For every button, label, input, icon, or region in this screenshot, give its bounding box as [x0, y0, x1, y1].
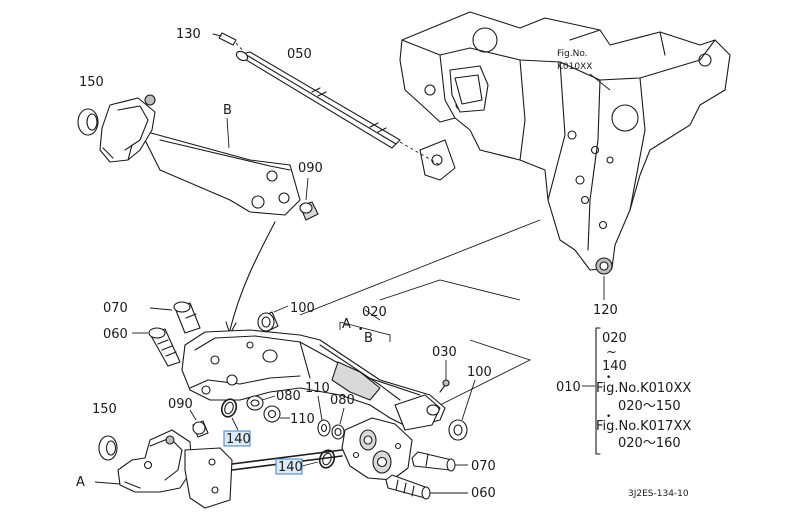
washer-080-mid-drawing — [331, 407, 345, 440]
upper-bracket-b-drawing — [77, 94, 319, 221]
label-060-right[interactable]: 060 — [471, 486, 496, 501]
tractor-frame-drawing — [399, 11, 731, 300]
shaft-050-drawing — [235, 50, 441, 166]
label-110-left[interactable]: 110 — [290, 412, 315, 427]
label-a-mid: A — [342, 317, 351, 332]
range-line-3[interactable]: Fig.No.K010XX — [596, 381, 691, 396]
label-090-bottom[interactable]: 090 — [168, 397, 193, 412]
label-100-right[interactable]: 100 — [467, 365, 492, 380]
label-100-left[interactable]: 100 — [290, 301, 315, 316]
range-line-6: 020～160 — [618, 436, 681, 451]
bushing-110-left-drawing — [263, 405, 290, 423]
figure-code: 3J2ES-134-10 — [628, 489, 689, 499]
range-line-5[interactable]: Fig.No.K017XX — [596, 419, 691, 434]
label-060-left[interactable]: 060 — [103, 327, 128, 342]
washer-080-left-drawing — [246, 395, 276, 411]
range-line-0[interactable]: 020 — [602, 331, 627, 346]
label-b-top: B — [223, 103, 232, 118]
pin-070-left-drawing — [149, 301, 201, 334]
range-line-4: 020～150 — [618, 399, 681, 414]
label-110-mid[interactable]: 110 — [305, 381, 330, 396]
bolt-130-drawing — [212, 32, 245, 53]
label-080-left[interactable]: 080 — [276, 389, 301, 404]
label-dot-mid: • — [358, 325, 363, 335]
main-bracket-assembly-drawing — [181, 309, 450, 431]
bushing-110-mid-drawing — [317, 395, 331, 437]
callout-140-left-highlight — [223, 430, 251, 447]
pin-070-right-drawing — [411, 451, 468, 472]
range-line-2[interactable]: 140 — [602, 359, 627, 374]
lower-link-plate-drawing — [341, 417, 413, 481]
label-090-top[interactable]: 090 — [298, 161, 323, 176]
label-140-right[interactable]: 140 — [278, 460, 303, 475]
range-brace — [595, 327, 601, 455]
leader-frame-c — [439, 339, 532, 406]
label-050[interactable]: 050 — [287, 47, 312, 62]
label-020[interactable]: 020 — [362, 305, 387, 320]
pin-060-left-drawing — [132, 327, 181, 367]
label-120[interactable]: 120 — [593, 303, 618, 318]
label-080-mid[interactable]: 080 — [330, 393, 355, 408]
seal-140-left-drawing — [220, 398, 239, 431]
lower-bracket-a-drawing — [94, 429, 343, 509]
leader-frame-b — [379, 279, 521, 301]
label-140-left[interactable]: 140 — [226, 432, 251, 447]
label-010[interactable]: 010 — [556, 380, 581, 395]
label-150-top[interactable]: 150 — [79, 75, 104, 90]
seal-140-right-drawing — [301, 449, 336, 469]
range-dot-2: • — [606, 412, 611, 422]
label-070-left[interactable]: 070 — [103, 301, 128, 316]
fig-no-label: Fig.No. — [557, 49, 588, 59]
fig-k010xx-label[interactable]: K010XX — [557, 62, 592, 72]
label-130[interactable]: 130 — [176, 27, 201, 42]
range-dot-1: • — [606, 373, 611, 383]
label-a-bottom: A — [76, 475, 85, 490]
bushing-100-right-drawing — [448, 379, 476, 441]
label-070-right[interactable]: 070 — [471, 459, 496, 474]
bushing-100-left-drawing — [257, 305, 289, 333]
label-150-bottom[interactable]: 150 — [92, 402, 117, 417]
label-b-mid: B — [364, 331, 373, 346]
label-030[interactable]: 030 — [432, 345, 457, 360]
bushing-090-bottom-drawing — [189, 409, 209, 438]
assembly-arrow — [229, 221, 276, 331]
callout-140-right-highlight — [275, 458, 303, 475]
leader-frame-a — [299, 219, 541, 316]
pin-060-right-drawing — [385, 474, 468, 500]
range-line-1: ~ — [606, 345, 617, 360]
